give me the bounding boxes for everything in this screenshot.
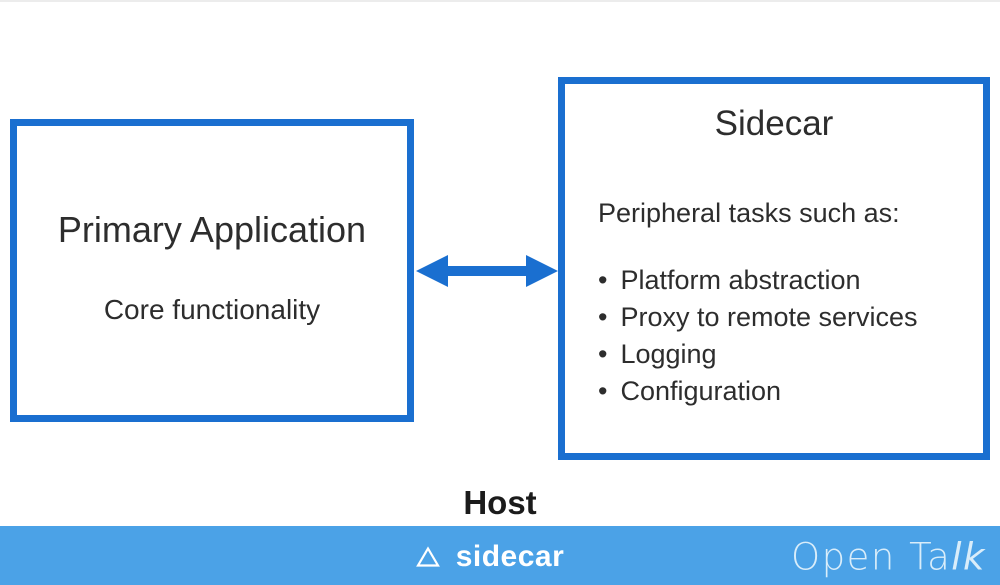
task-label: Configuration — [620, 376, 782, 406]
task-label: Proxy to remote services — [620, 302, 918, 332]
primary-application-subtitle: Core functionality — [103, 294, 321, 325]
sidecar-intro: Peripheral tasks such as: — [598, 198, 900, 228]
brand-logo: Open Talk — [791, 535, 986, 578]
list-item: • Logging — [598, 336, 983, 373]
bullet-marker: • — [598, 302, 608, 332]
sidecar-title: Sidecar — [714, 104, 834, 143]
footer-bar: sidecar Open Talk — [0, 526, 1000, 585]
list-item: • Platform abstraction — [598, 262, 983, 299]
brand-text-prefix: Open Ta — [791, 535, 952, 578]
bidirectional-arrow-icon — [416, 255, 558, 287]
triangle-icon — [415, 545, 440, 567]
sidecar-box: Sidecar Peripheral tasks such as: • Plat… — [558, 77, 990, 460]
primary-application-title: Primary Application — [57, 209, 367, 250]
host-label: Host — [463, 484, 537, 521]
list-item: • Proxy to remote services — [598, 299, 983, 336]
bullet-marker: • — [598, 265, 608, 295]
bullet-marker: • — [598, 376, 608, 406]
list-item: • Configuration — [598, 373, 983, 410]
sidecar-task-list: • Platform abstraction • Proxy to remote… — [598, 262, 983, 410]
task-label: Logging — [620, 339, 717, 369]
channel-name: sidecar — [455, 539, 565, 573]
channel-group: sidecar — [415, 539, 565, 574]
brand-text-suffix: lk — [951, 535, 986, 578]
bullet-marker: • — [598, 339, 608, 369]
primary-application-box: Primary Application Core functionality — [10, 119, 414, 422]
task-label: Platform abstraction — [620, 265, 861, 295]
